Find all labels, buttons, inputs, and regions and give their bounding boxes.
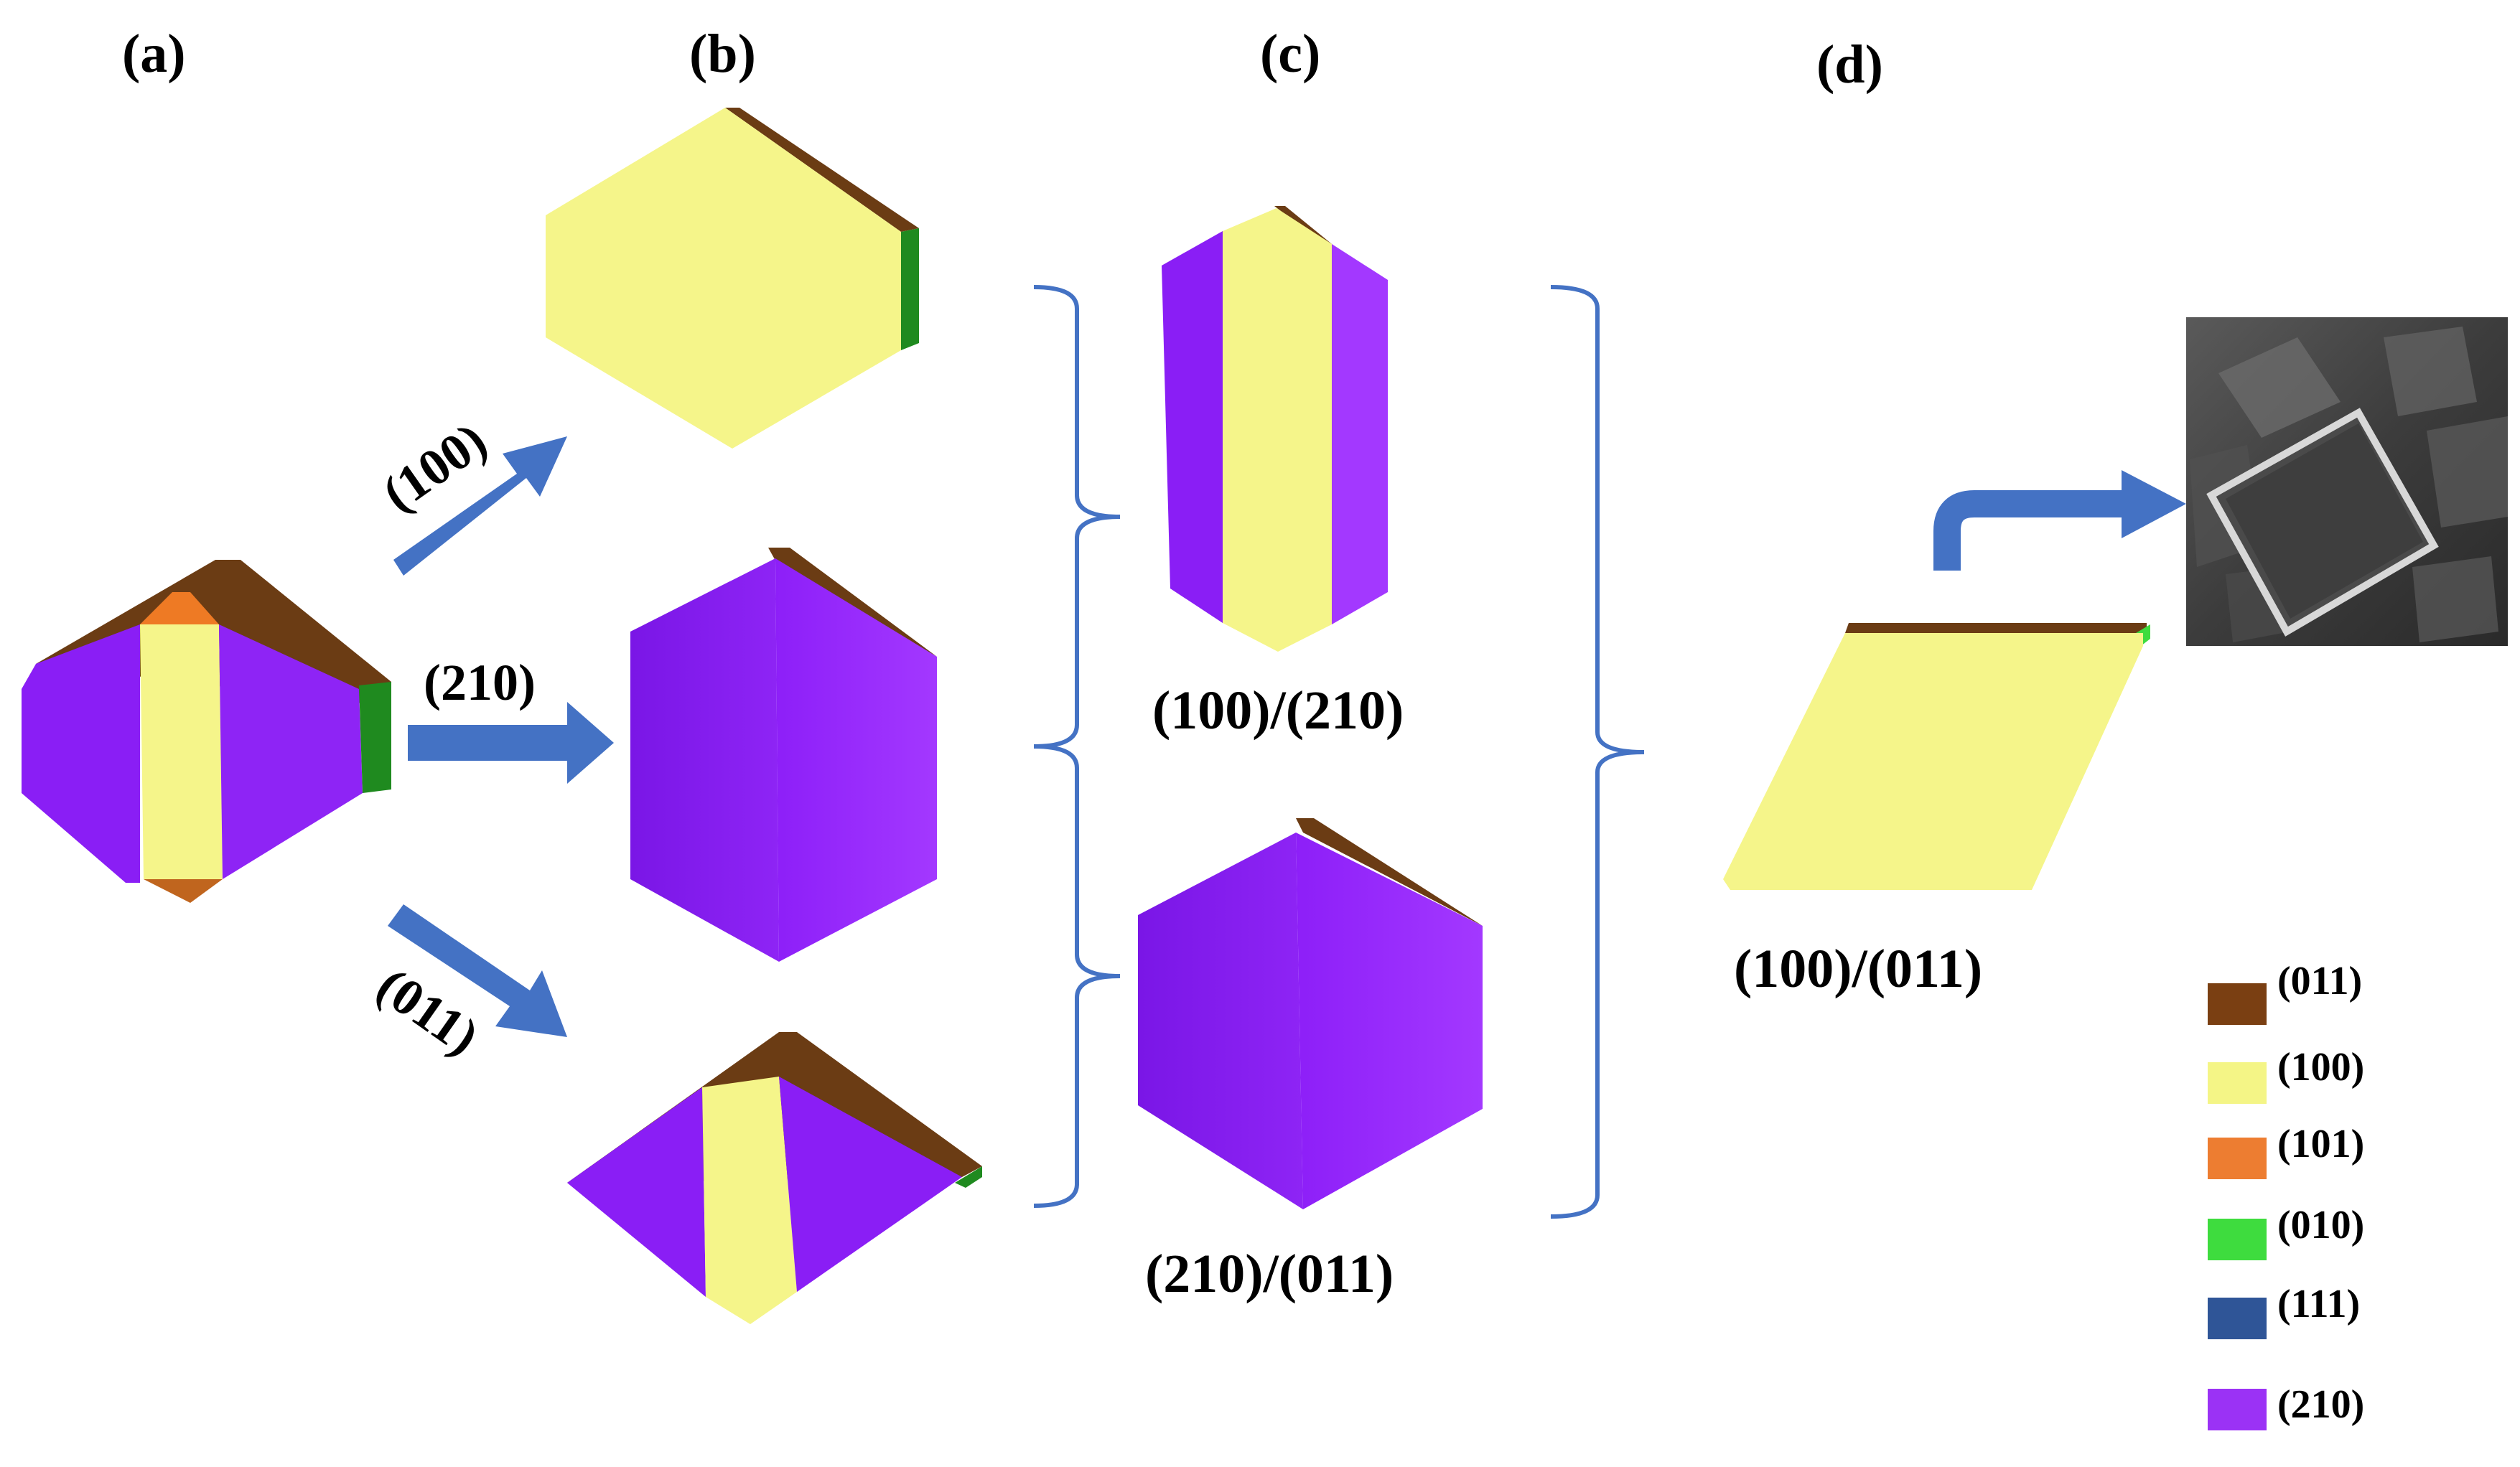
legend-label-210: (210) [2277, 1382, 2364, 1427]
facet-210-left [630, 558, 779, 962]
bracket-b-to-c [1033, 285, 1121, 1208]
facet-101-bottom [144, 879, 223, 903]
facet-210-left [567, 1087, 706, 1297]
facet-210-right [1296, 833, 1483, 1209]
crystal-d-100-011 [1723, 623, 2150, 890]
legend-label-100: (100) [2277, 1045, 2364, 1089]
legend-label-101: (101) [2277, 1122, 2364, 1166]
panel-label-d: (d) [1816, 34, 1883, 95]
facet-100-center [140, 624, 223, 879]
crystal-c-210-011 [1138, 818, 1483, 1209]
facet-100-center [702, 1077, 797, 1324]
legend-label-010: (010) [2277, 1203, 2364, 1247]
facet-210-right [775, 558, 937, 962]
facet-210-left [1138, 833, 1303, 1209]
crystal-a [22, 560, 391, 903]
legend: (011) (100) (101) (010) (111) (210) [2208, 959, 2364, 1430]
arrow-label-210: (210) [424, 654, 536, 711]
arrow-100 [393, 436, 567, 576]
facet-101-top [140, 592, 219, 624]
arrow-100-shape [393, 436, 567, 576]
panel-label-b: (b) [689, 24, 756, 84]
combo-label-100-210: (100)/(210) [1152, 680, 1404, 741]
panel-label-c: (c) [1260, 24, 1320, 84]
crystal-b-011 [567, 1032, 982, 1324]
facet-210-right [779, 1077, 962, 1292]
combo-label-100-011: (100)/(011) [1734, 939, 1982, 999]
facet-210-left [22, 624, 140, 883]
crystal-c-100-210 [1162, 206, 1388, 652]
legend-swatch-101 [2208, 1138, 2267, 1179]
facet-210-right [1332, 244, 1388, 624]
arrow-to-sem-head [2122, 470, 2186, 538]
facet-011-edge [1845, 623, 2147, 633]
legend-swatch-011 [2208, 983, 2267, 1025]
arrow-011 [388, 904, 567, 1037]
facet-011-edge [768, 548, 937, 657]
legend-swatch-100 [2208, 1062, 2267, 1104]
crystal-b-100 [546, 108, 919, 449]
crystal-b-210 [630, 548, 937, 962]
arrow-to-sem [1933, 470, 2186, 571]
bracket-c-to-d [1550, 285, 1645, 1219]
legend-swatch-010 [2208, 1219, 2267, 1260]
facet-100-center [1223, 208, 1332, 652]
facet-011-edge [1296, 818, 1483, 926]
legend-swatch-111 [2208, 1298, 2267, 1339]
facet-100-face [1723, 633, 2143, 890]
facet-100-face [546, 108, 901, 449]
facet-010-edge [901, 228, 919, 350]
combo-label-210-011: (210)/(011) [1145, 1244, 1394, 1304]
facet-010-edge [955, 1166, 982, 1188]
arrow-210-shape [408, 702, 614, 784]
arrow-to-sem-shaft [1933, 490, 2125, 571]
legend-label-111: (111) [2277, 1282, 2360, 1326]
arrow-011-shape [388, 904, 567, 1037]
panel-label-a: (a) [122, 24, 186, 84]
arrow-210 [408, 702, 614, 784]
sem-micrograph-icon [2186, 317, 2508, 646]
legend-label-011: (011) [2277, 959, 2362, 1003]
facet-010-side [359, 682, 391, 793]
legend-swatch-210 [2208, 1389, 2267, 1430]
facet-210-left [1162, 231, 1223, 623]
facet-011-edge [725, 108, 919, 232]
facet-210-right [219, 624, 363, 879]
